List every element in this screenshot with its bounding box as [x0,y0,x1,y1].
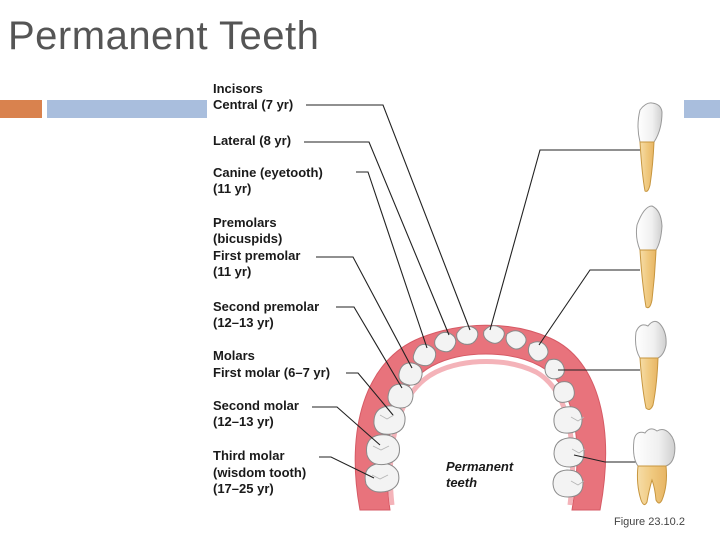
leader-central [306,104,471,331]
left-first-premolar [398,362,423,386]
left-first-molar [373,405,406,435]
label-second-premolar: Second premolar [213,299,320,314]
right-central-incisor [483,325,505,344]
label-first-premolar-age: (11 yr) [213,264,252,279]
left-second-molar [366,434,400,466]
label-first-premolar: First premolar [213,248,301,263]
leader-lines [304,104,640,479]
right-third-molar [552,469,584,498]
leader-right-incisor [489,149,640,331]
leader-first-premolar [316,256,413,369]
label-canine-age: (11 yr) [213,181,252,196]
right-lateral-incisor [505,330,527,350]
accent-blue-bar-left [47,100,207,118]
page-title: Permanent Teeth [8,14,320,58]
figure-reference: Figure 23.10.2 [614,516,685,528]
leader-lateral [304,141,450,336]
label-premolars: Premolars [213,215,277,230]
right-second-molar [553,437,585,468]
accent-orange-bar [0,100,42,118]
leader-right-canine [538,269,640,346]
caption-line2: teeth [446,475,478,490]
leader-right-molar [573,454,640,463]
arch-teeth [364,325,585,498]
label-second-molar: Second molar [213,398,299,413]
right-first-premolar [544,358,565,380]
arch-caption: Permanent teeth [446,459,513,491]
right-second-premolar [553,381,575,403]
label-molars: Molars [213,348,255,363]
label-incisors: Incisors [213,81,263,96]
label-lateral-incisor: Lateral (8 yr) [213,133,292,148]
label-third-molar-age: (17–25 yr) [213,481,274,496]
leader-first-molar [346,372,394,416]
left-central-incisor [456,325,479,345]
label-central-incisor: Central (7 yr) [213,97,294,112]
label-second-premolar-age: (12–13 yr) [213,315,274,330]
label-wisdom-tooth: (wisdom tooth) [213,465,307,480]
molar-tooth-icon [633,428,676,506]
label-first-molar: First molar (6–7 yr) [213,365,331,380]
canine-tooth-icon [635,205,663,309]
leader-second-premolar [336,306,403,389]
premolar-tooth-icon [635,320,667,410]
leader-second-molar [312,406,381,446]
label-second-molar-age: (12–13 yr) [213,414,274,429]
label-bicuspids: (bicuspids) [213,231,283,246]
caption-line1: Permanent [446,459,514,474]
incisor-tooth-icon [637,102,663,192]
leader-third-molar [319,456,375,479]
left-lateral-incisor [434,331,457,353]
label-third-molar: Third molar [213,448,285,463]
left-canine [412,343,437,367]
leader-canine [356,171,428,349]
label-canine: Canine (eyetooth) [213,165,323,180]
cusp-details [371,414,586,486]
right-first-molar [553,406,583,434]
left-second-premolar [387,383,414,409]
accent-blue-bar-right [684,100,720,118]
